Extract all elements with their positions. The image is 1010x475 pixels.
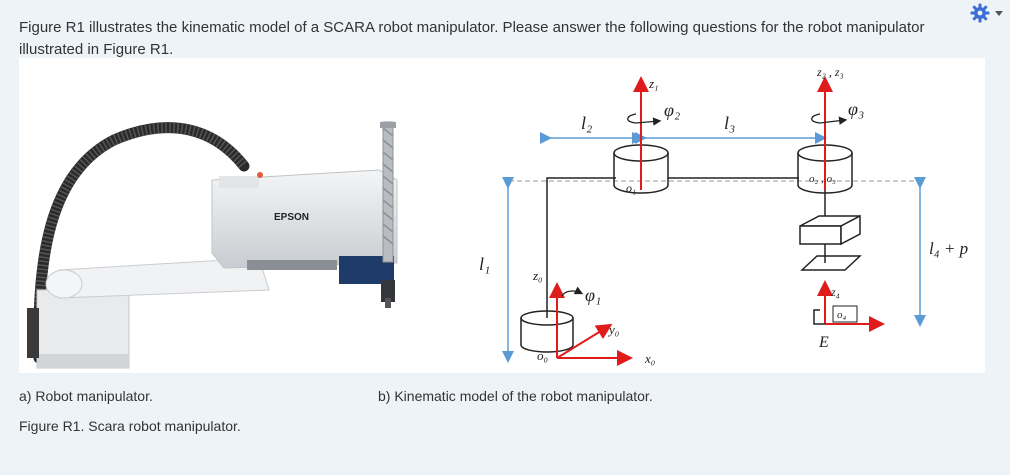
- label-phi3: φ₃: [848, 99, 864, 119]
- label-o0: o₀: [537, 348, 548, 363]
- label-o2-o3: o₂ , o₃: [809, 173, 836, 185]
- label-phi2: φ₂: [664, 100, 680, 120]
- gear-icon: [970, 3, 990, 23]
- label-l4-p: l₄ + p: [929, 239, 968, 258]
- label-o4: o₄: [837, 309, 847, 321]
- label-y0: y₀: [607, 322, 619, 337]
- caption-b: b) Kinematic model of the robot manipula…: [378, 388, 653, 404]
- label-z0: z₀: [532, 268, 543, 283]
- label-l1: l₁: [479, 254, 490, 274]
- label-z1: z₁: [648, 76, 659, 91]
- caption-a: a) Robot manipulator.: [19, 388, 153, 404]
- label-l2: l₂: [581, 113, 592, 133]
- figure-caption: Figure R1. Scara robot manipulator.: [19, 418, 241, 434]
- label-z4: z₄: [830, 285, 840, 299]
- epson-logo: EPSON: [274, 212, 309, 223]
- settings-menu-button[interactable]: [970, 2, 1004, 24]
- label-l3: l₃: [724, 113, 735, 133]
- question-text: Figure R1 illustrates the kinematic mode…: [19, 19, 925, 58]
- robot-photo: EPSON: [27, 121, 398, 369]
- caret-down-icon: [995, 11, 1003, 16]
- label-z2-z3: z₂ , z₃: [816, 65, 844, 79]
- label-o1: o₁: [626, 181, 636, 195]
- label-phi1: φ₁: [585, 285, 601, 305]
- kinematic-diagram: l₁ l₂ l₃ l₄ + p o₀: [479, 65, 968, 366]
- label-x0: x₀: [644, 351, 655, 366]
- label-E: E: [818, 334, 829, 351]
- figure-r1: EPSON l₁ l₂: [19, 58, 985, 373]
